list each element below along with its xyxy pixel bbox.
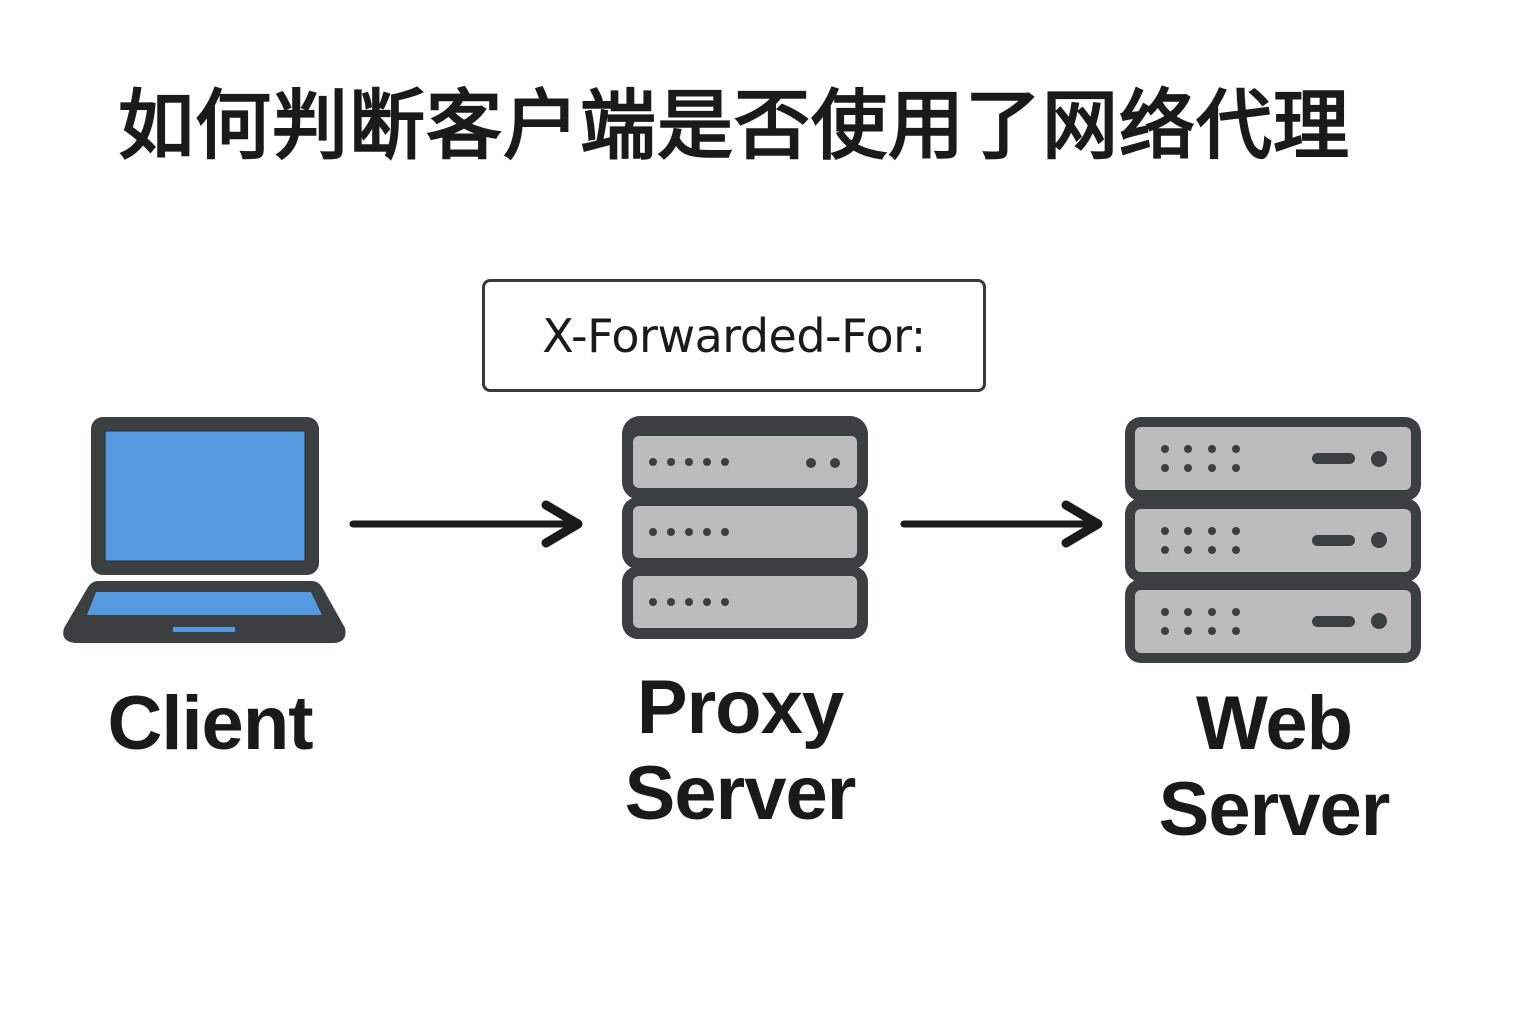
proxy-server-label-line1: Proxy	[636, 665, 844, 750]
arrow-proxy-to-web	[900, 500, 1103, 548]
proxy-server-label-line2: Server	[624, 751, 857, 836]
web-server-label-line1: Web	[1195, 681, 1353, 766]
x-forwarded-for-header-box: X-Forwarded-For:	[482, 279, 986, 392]
web-server-icon	[1125, 417, 1421, 663]
proxy-server-icon	[622, 416, 868, 639]
laptop-icon	[63, 417, 346, 643]
header-box-text: X-Forwarded-For:	[542, 308, 926, 363]
diagram-title: 如何判断客户端是否使用了网络代理	[118, 81, 1350, 170]
arrow-client-to-proxy	[349, 500, 583, 548]
client-label: Client	[107, 681, 313, 766]
web-server-label-line2: Server	[1158, 767, 1391, 852]
